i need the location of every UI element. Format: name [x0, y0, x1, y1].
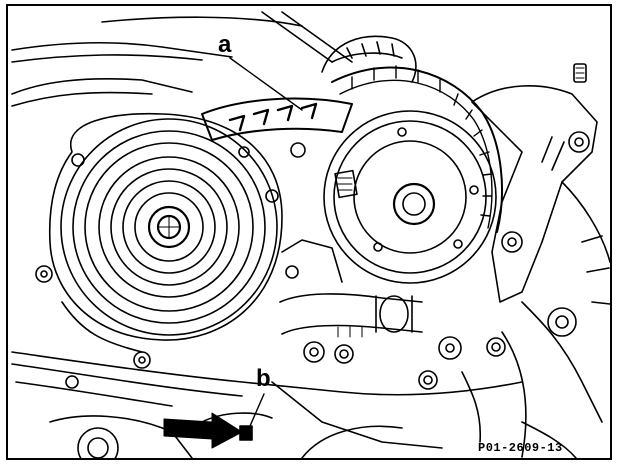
tensioner-bracket: [471, 63, 598, 303]
crankshaft-pulley: [48, 112, 283, 341]
camshaft-sprocket: [323, 110, 497, 284]
fasteners: [35, 142, 506, 390]
right-engine-block: [501, 181, 610, 458]
camshaft-cover: [321, 35, 417, 83]
engine-line-drawing: [11, 11, 610, 458]
leader-a: [229, 57, 303, 111]
upper-frame-lines: [11, 11, 353, 107]
leader-b: [249, 393, 265, 427]
callout-label-b: b: [256, 365, 271, 392]
callout-leaders: [229, 57, 303, 427]
timing-chain: [331, 65, 503, 233]
direction-arrow: [163, 412, 253, 449]
callout-label-a: a: [218, 31, 232, 58]
lower-engine-contours: [11, 239, 577, 458]
diagram-frame: [6, 4, 612, 460]
coolant-pipe: [279, 293, 423, 338]
chain-tensioner-rail: [201, 97, 353, 141]
figure-reference-code: P01-2609-13: [478, 441, 563, 455]
